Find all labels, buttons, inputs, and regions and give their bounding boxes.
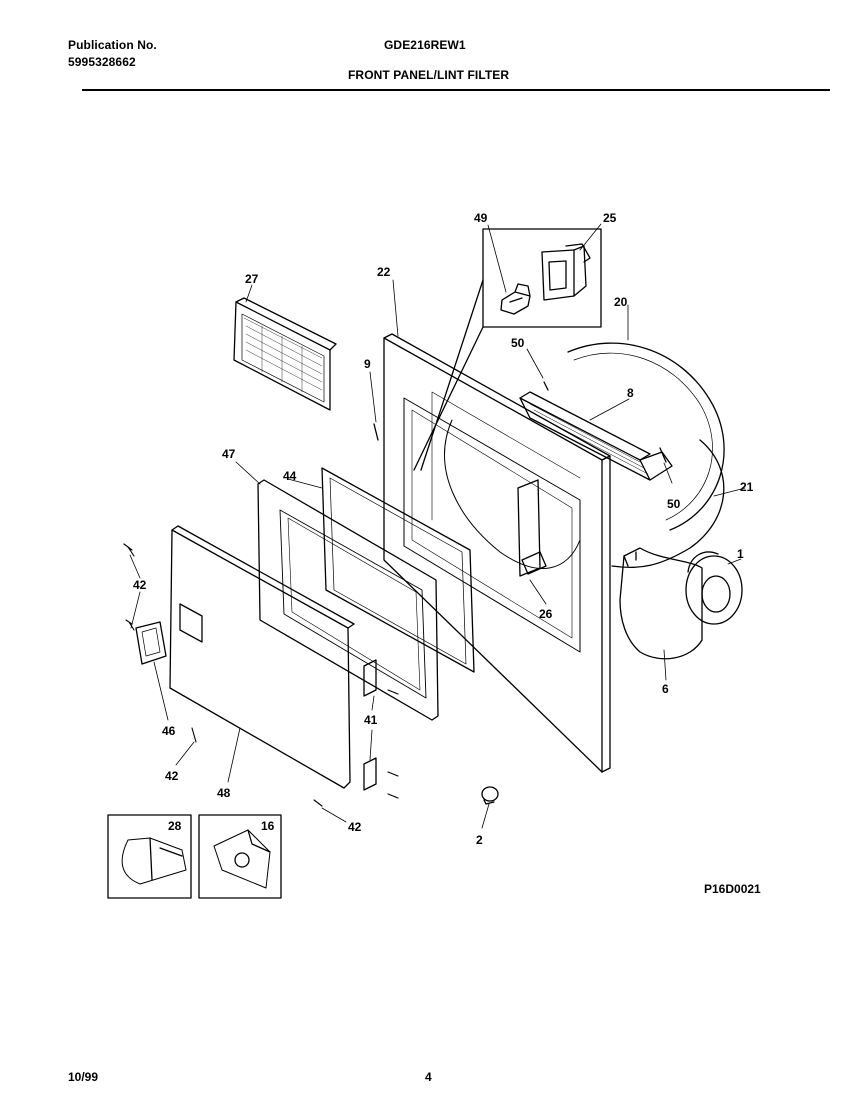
- inset-pointer-line-b: [420, 279, 484, 471]
- part-46-strike: [135, 621, 167, 665]
- part-47-inner-door: [257, 479, 439, 721]
- part-22-front-panel: [383, 333, 611, 773]
- inset-pointer-line-a: [413, 326, 484, 471]
- label-part-26: 26: [539, 607, 553, 621]
- header-rule: [82, 89, 830, 91]
- label-part-28: 28: [168, 819, 182, 833]
- part-50-screw-b: [659, 447, 667, 463]
- label-part-48: 48: [217, 786, 231, 800]
- label-part-25: 25: [603, 211, 617, 225]
- label-part-50-right: 50: [667, 497, 681, 511]
- model-number: GDE216REW1: [384, 38, 466, 52]
- part-labels: 49 25 27 22 20 50 9 8 21 50 1 47 44 26 6…: [133, 211, 761, 896]
- part-50-screw-a: [543, 381, 549, 391]
- drawing-code: P16D0021: [704, 882, 761, 896]
- section-title: FRONT PANEL/LINT FILTER: [348, 68, 510, 82]
- part-9-screw: [373, 423, 379, 441]
- label-part-50-top: 50: [511, 336, 525, 350]
- label-part-2: 2: [476, 833, 483, 847]
- label-part-42-lower-left: 42: [165, 769, 179, 783]
- label-part-8: 8: [627, 386, 634, 400]
- inset-box-49-25: [482, 228, 602, 328]
- label-part-21: 21: [740, 480, 754, 494]
- part-48-outer-door: [169, 525, 355, 789]
- part-25-bracket: [541, 243, 591, 301]
- label-part-42-upper-left: 42: [133, 578, 147, 592]
- label-part-44: 44: [283, 469, 297, 483]
- label-part-46: 46: [162, 724, 176, 738]
- detail-box-16: [198, 814, 282, 899]
- publication-number: 5995328662: [68, 55, 136, 69]
- footer-date: 10/99: [68, 1070, 99, 1084]
- publication-label: Publication No.: [68, 38, 157, 52]
- leader-lines: [129, 223, 746, 829]
- label-part-49: 49: [474, 211, 488, 225]
- label-part-16: 16: [261, 819, 275, 833]
- part-1-round-seal: [685, 551, 743, 625]
- label-part-47: 47: [222, 447, 236, 461]
- part-41-hinges: [363, 659, 377, 791]
- part-49-clip: [500, 283, 531, 315]
- part-20-seal-inner: [573, 352, 713, 521]
- label-part-1: 1: [737, 547, 744, 561]
- part-20-seal: [567, 342, 725, 531]
- part-27-lint-filter: [233, 297, 337, 411]
- detail-box-28: [107, 814, 192, 899]
- footer-page-number: 4: [425, 1070, 432, 1084]
- label-part-27: 27: [245, 272, 259, 286]
- label-part-42-bottom: 42: [348, 820, 362, 834]
- label-part-6: 6: [662, 682, 669, 696]
- label-part-41: 41: [364, 713, 378, 727]
- part-8-lint-housing: [519, 391, 673, 481]
- part-6-duct: [619, 547, 703, 660]
- part-2-knob: [481, 786, 499, 805]
- screws-42: [123, 543, 399, 807]
- label-part-22: 22: [377, 265, 391, 279]
- label-part-20: 20: [614, 295, 628, 309]
- label-part-9: 9: [364, 357, 371, 371]
- part-26-bracket: [517, 479, 547, 577]
- part-21-bulkhead: [611, 439, 725, 569]
- part-44-door-gasket: [321, 467, 475, 673]
